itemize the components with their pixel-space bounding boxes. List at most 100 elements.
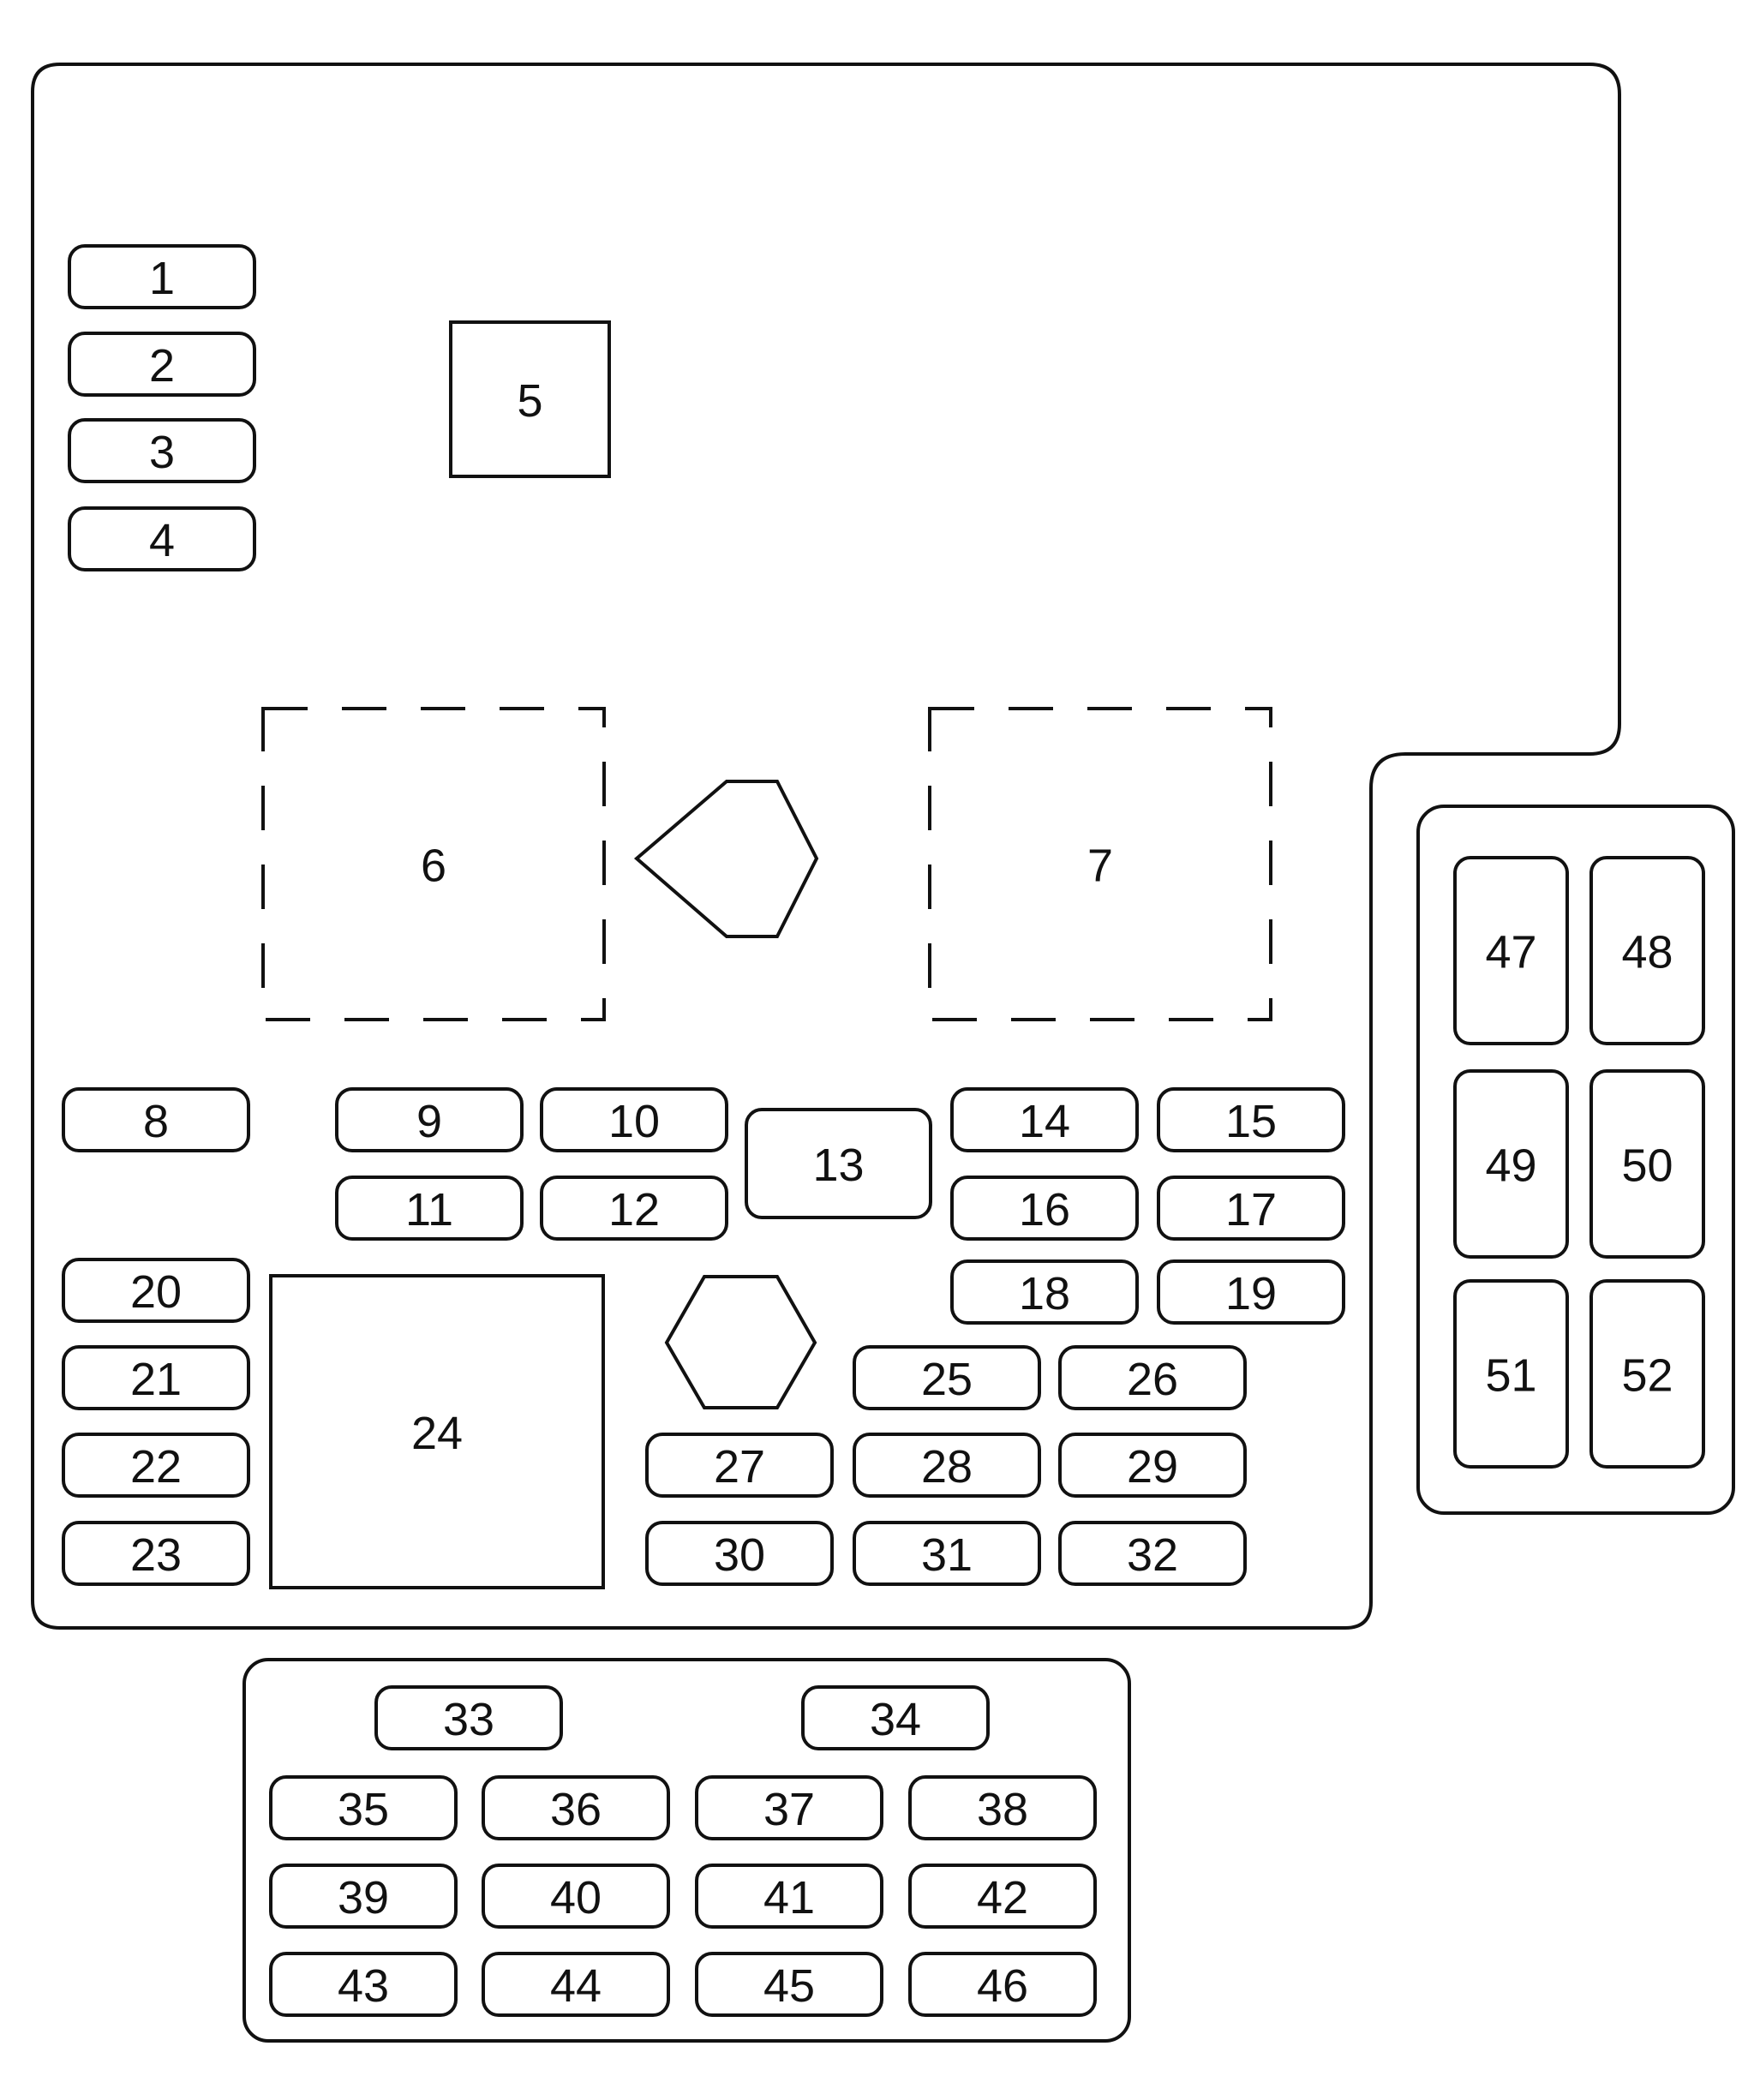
fuse-6-label: 6 — [421, 841, 446, 892]
fuse-42: 42 — [908, 1864, 1097, 1929]
fuse-11-outline — [335, 1176, 524, 1241]
fuse-32: 32 — [1058, 1521, 1247, 1586]
fuse-38-label: 38 — [977, 1784, 1028, 1835]
fuse-14-outline — [950, 1087, 1139, 1152]
fuse-40-outline — [482, 1864, 670, 1929]
fuse-13-outline — [745, 1108, 932, 1219]
fuse-12-label: 12 — [608, 1184, 660, 1235]
fuse-39: 39 — [269, 1864, 458, 1929]
fuse-8-outline — [62, 1087, 250, 1152]
fuse-2-label: 2 — [149, 340, 175, 392]
fuse-29-label: 29 — [1127, 1441, 1178, 1493]
fuse-26: 26 — [1058, 1345, 1247, 1410]
fuse-20-outline — [62, 1258, 250, 1323]
fuse-22-outline — [62, 1433, 250, 1498]
fuse-1-outline — [68, 244, 256, 309]
fuse-38-outline — [908, 1775, 1097, 1840]
fuse-8-label: 8 — [143, 1096, 169, 1147]
fuse-6: 6 — [421, 841, 446, 892]
fuse-4-outline — [68, 506, 256, 571]
fuse-46: 46 — [908, 1952, 1097, 2017]
fuse-25: 25 — [853, 1345, 1041, 1410]
fuse-36-outline — [482, 1775, 670, 1840]
fuse-39-outline — [269, 1864, 458, 1929]
fuse-50: 50 — [1589, 1069, 1705, 1259]
fuse-27-label: 27 — [714, 1441, 765, 1493]
fuse-48: 48 — [1589, 856, 1705, 1045]
fuse-18-outline — [950, 1259, 1139, 1325]
relay-position-6 — [261, 707, 606, 1021]
fuse-36-label: 36 — [550, 1784, 602, 1835]
fuse-37: 37 — [695, 1775, 883, 1840]
fuse-15: 15 — [1157, 1087, 1345, 1152]
fuse-13: 13 — [745, 1108, 932, 1219]
fuse-51-label: 51 — [1485, 1350, 1536, 1402]
fuse-20-label: 20 — [130, 1266, 182, 1318]
fuse-31-label: 31 — [921, 1529, 973, 1581]
fuse-11: 11 — [335, 1176, 524, 1241]
fuse-45-label: 45 — [763, 1960, 815, 2012]
fuse-18: 18 — [950, 1259, 1139, 1325]
fuse-12-outline — [540, 1176, 728, 1241]
fuse-11-label: 11 — [405, 1184, 453, 1235]
fuse-25-outline — [853, 1345, 1041, 1410]
fuse-4-label: 4 — [149, 515, 175, 566]
fuse-3-label: 3 — [149, 427, 175, 478]
fuse-34-outline — [801, 1685, 990, 1750]
lower-fuse-block-housing — [242, 1658, 1131, 2043]
fuse-52-outline — [1589, 1279, 1705, 1469]
fuse-42-outline — [908, 1864, 1097, 1929]
fuse-23-label: 23 — [130, 1529, 182, 1581]
fuse-46-label: 46 — [977, 1960, 1028, 2012]
fuse-50-label: 50 — [1621, 1140, 1673, 1192]
fuse-41: 41 — [695, 1864, 883, 1929]
fuse-44: 44 — [482, 1952, 670, 2017]
fuse-23-outline — [62, 1521, 250, 1586]
fuse-37-label: 37 — [763, 1784, 815, 1835]
fuse-47-label: 47 — [1485, 927, 1536, 978]
fuse-34: 34 — [801, 1685, 990, 1750]
fuse-41-label: 41 — [763, 1872, 815, 1924]
fuse-27: 27 — [645, 1433, 834, 1498]
fuse-19: 19 — [1157, 1259, 1345, 1325]
fuse-17: 17 — [1157, 1176, 1345, 1241]
fuse-7: 7 — [1087, 841, 1113, 892]
fuse-27-outline — [645, 1433, 834, 1498]
fuse-14: 14 — [950, 1087, 1139, 1152]
fuse-21-outline — [62, 1345, 250, 1410]
fuse-18-label: 18 — [1019, 1268, 1070, 1319]
fuse-37-outline — [695, 1775, 883, 1840]
fuse-32-label: 32 — [1127, 1529, 1178, 1581]
fuse-1-label: 1 — [149, 253, 175, 304]
fuse-21: 21 — [62, 1345, 250, 1410]
fuse-44-label: 44 — [550, 1960, 602, 2012]
fuse-30-outline — [645, 1521, 834, 1586]
fuse-33-outline — [374, 1685, 563, 1750]
fuse-21-label: 21 — [130, 1354, 182, 1405]
fuse-26-label: 26 — [1127, 1354, 1178, 1405]
fuse-23: 23 — [62, 1521, 250, 1586]
fuse-40: 40 — [482, 1864, 670, 1929]
fuse-52-label: 52 — [1621, 1350, 1673, 1402]
fuse-10-label: 10 — [608, 1096, 660, 1147]
fuse-13-label: 13 — [812, 1140, 864, 1191]
fuse-38: 38 — [908, 1775, 1097, 1840]
fuse-19-outline — [1157, 1259, 1345, 1325]
fuse-35-outline — [269, 1775, 458, 1840]
mounting-hexagon-lower — [664, 1275, 817, 1409]
fuse-35-label: 35 — [338, 1784, 389, 1835]
fuse-43-label: 43 — [338, 1960, 389, 2012]
fuse-10-outline — [540, 1087, 728, 1152]
fuse-24-label: 24 — [411, 1408, 463, 1459]
fuse-51-outline — [1453, 1279, 1569, 1469]
fuse-30: 30 — [645, 1521, 834, 1586]
fuse-22: 22 — [62, 1433, 250, 1498]
fuse-16-outline — [950, 1176, 1139, 1241]
fuse-33: 33 — [374, 1685, 563, 1750]
fuse-16-label: 16 — [1019, 1184, 1070, 1235]
fuse-28-outline — [853, 1433, 1041, 1498]
fuse-40-label: 40 — [550, 1872, 602, 1924]
fuse-9: 9 — [335, 1087, 524, 1152]
fuse-14-label: 14 — [1019, 1096, 1070, 1147]
